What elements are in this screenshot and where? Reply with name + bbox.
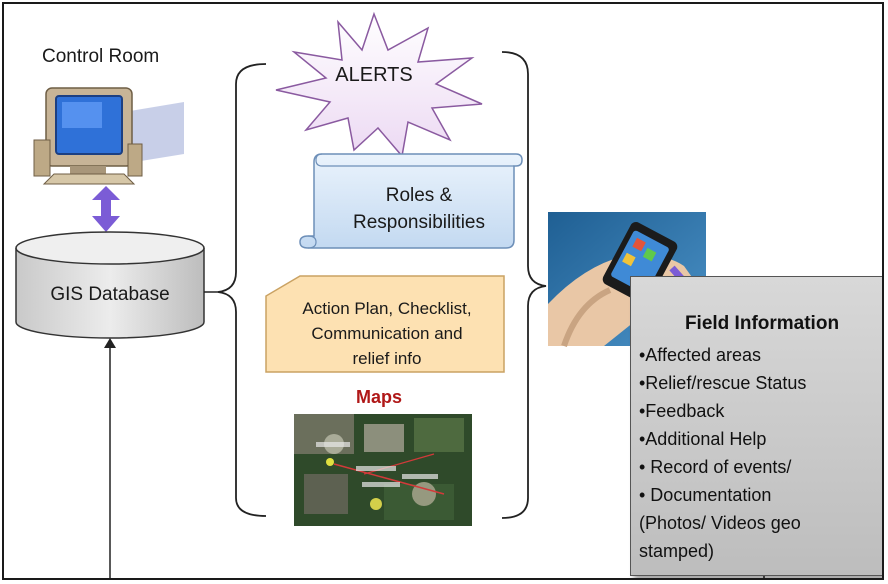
roles-label-line1: Roles & bbox=[385, 185, 453, 206]
left-brace bbox=[217, 63, 267, 517]
list-item: stamped) bbox=[639, 541, 715, 561]
satellite-map-image bbox=[294, 414, 472, 526]
field-information-title: Field Information bbox=[684, 313, 840, 334]
diagram-canvas bbox=[15, 11, 765, 578]
action-plan-note bbox=[265, 275, 505, 373]
list-item: • Documentation bbox=[639, 485, 772, 505]
maps-label: Maps bbox=[355, 387, 402, 407]
roles-label-line2: Responsibilities bbox=[352, 212, 485, 233]
alerts-label: ALERTS bbox=[335, 64, 413, 86]
action-plan-line3: relief info bbox=[352, 349, 422, 368]
field-information-box: Field Information •Affected areas •Relie… bbox=[630, 276, 882, 576]
sync-double-arrow bbox=[92, 186, 120, 232]
list-item: •Additional Help bbox=[639, 429, 767, 449]
right-brace bbox=[501, 51, 547, 519]
action-plan-label: Action Plan, Checklist, Communication an… bbox=[276, 296, 498, 371]
list-item: •Affected areas bbox=[639, 345, 762, 365]
gis-database-label: GIS Database bbox=[50, 284, 170, 305]
list-item: •Relief/rescue Status bbox=[639, 373, 807, 393]
list-item: •Feedback bbox=[639, 401, 725, 421]
alerts-starburst bbox=[275, 11, 483, 158]
control-room-label: Control Room bbox=[42, 46, 160, 67]
field-information-list: •Affected areas •Relief/rescue Status •F… bbox=[639, 341, 882, 565]
list-item: • Record of events/ bbox=[639, 457, 792, 477]
action-plan-line2: Communication and bbox=[311, 324, 463, 343]
computer-icon bbox=[33, 87, 184, 185]
feedback-arrow-line bbox=[104, 338, 116, 578]
action-plan-line1: Action Plan, Checklist, bbox=[302, 299, 472, 318]
roles-scroll bbox=[299, 153, 523, 249]
database-cylinder bbox=[15, 231, 205, 339]
roles-label: Roles & Responsibilities bbox=[326, 182, 512, 236]
list-item: (Photos/ Videos geo bbox=[639, 513, 801, 533]
